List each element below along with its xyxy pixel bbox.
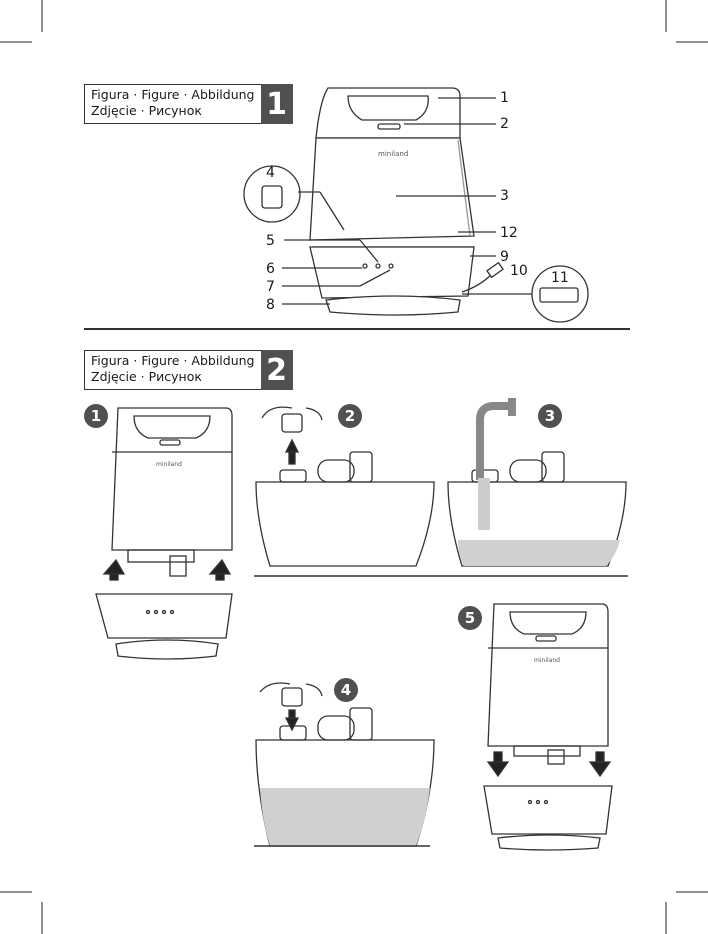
- step-1-brand: miniland: [156, 461, 182, 468]
- step-5-brand: miniland: [534, 657, 560, 664]
